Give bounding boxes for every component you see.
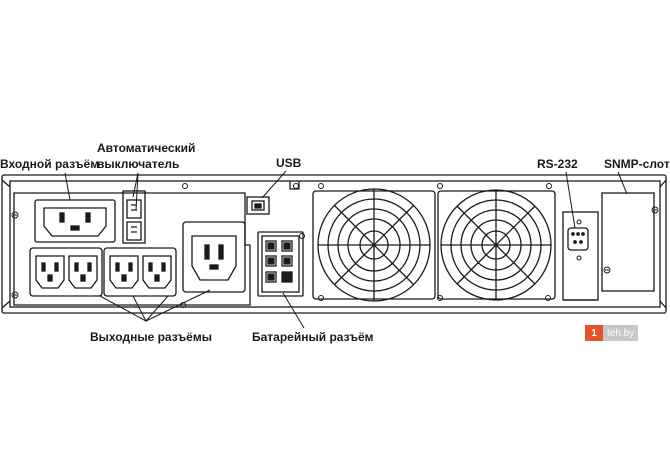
label-breaker-line1: Автоматический [97, 141, 196, 155]
ups-chassis [1, 174, 667, 314]
battery-connector-icon [257, 231, 304, 297]
output-sockets [29, 247, 177, 297]
label-breaker-line2: выключатель [97, 157, 180, 171]
c13-outlet-icon [109, 255, 139, 289]
label-output-connectors: Выходные разъёмы [90, 330, 212, 344]
power-module [13, 192, 251, 306]
leader-lines [64, 170, 628, 329]
label-battery-connector: Батарейный разъём [252, 330, 374, 344]
watermark-logo: 1 teh.by [585, 325, 639, 341]
c19-outlet-icon [182, 221, 246, 293]
watermark-text: teh.by [603, 325, 639, 341]
chassis-notch [289, 181, 300, 190]
usb-port-icon [246, 196, 270, 215]
label-input-connector: Входной разъём [0, 157, 100, 171]
watermark-mark: 1 [585, 325, 603, 341]
c13-outlet-icon [68, 255, 98, 289]
input-socket-icon [34, 199, 116, 243]
label-snmp-slot: SNMP-слот [604, 157, 670, 171]
c13-outlet-icon [142, 255, 172, 289]
circuit-breaker-icon [122, 190, 146, 244]
fan-right-icon [437, 189, 556, 301]
label-usb: USB [276, 156, 302, 170]
label-rs232: RS-232 [537, 157, 578, 171]
snmp-slot-icon [601, 192, 655, 292]
c13-outlet-icon [35, 255, 65, 289]
fan-left-icon [312, 188, 436, 302]
rs232-port-icon [562, 211, 599, 301]
